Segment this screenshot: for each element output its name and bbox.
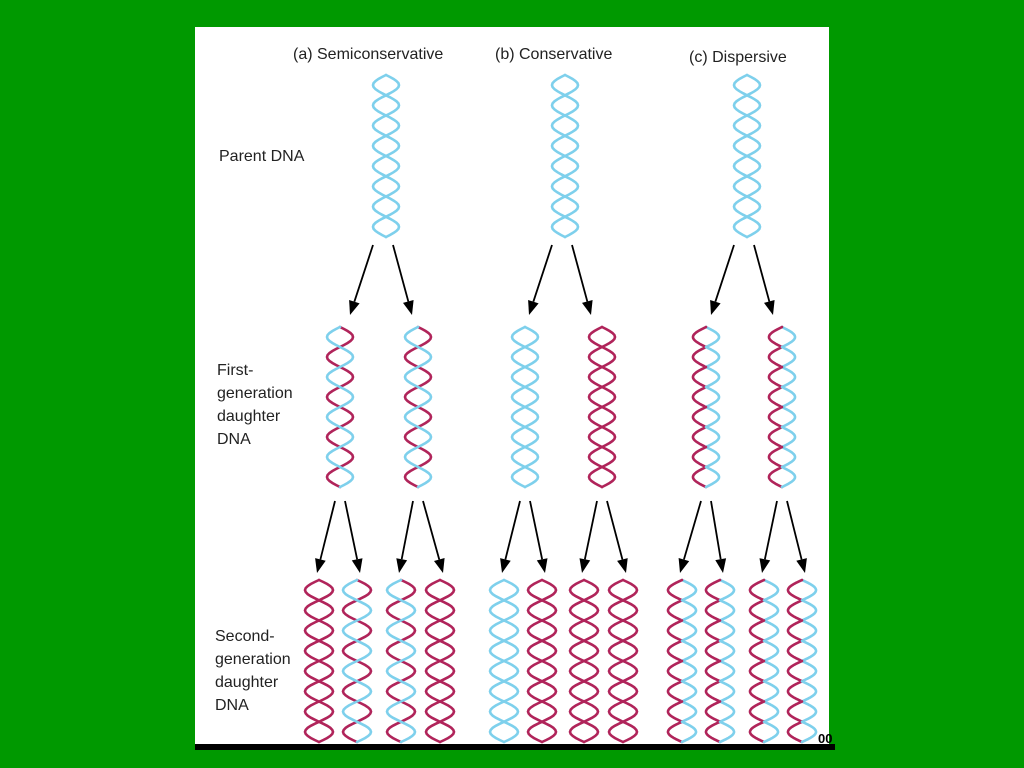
- helix-second-semi-1: [303, 578, 335, 744]
- arrow-first-disp-1-right: [710, 500, 727, 573]
- helix-first-disp-1: [691, 325, 721, 489]
- helix-parent-semi-1: [371, 73, 401, 239]
- column-title-semiconservative: (a) Semiconservative: [293, 46, 443, 63]
- helix-first-semi-1: [325, 325, 355, 489]
- helix-parent-cons-1: [550, 73, 580, 239]
- row-label-parent: Parent DNA: [219, 148, 305, 165]
- helix-parent-disp-1: [732, 73, 762, 239]
- arrow-first-semi-1-left: [315, 500, 336, 573]
- replication-models-diagram: (a) Semiconservative (b) Conservative (c…: [215, 46, 818, 744]
- slide: (a) Semiconservative (b) Conservative (c…: [195, 27, 829, 749]
- helix-second-disp-2: [704, 578, 736, 744]
- helix-second-cons-3: [568, 578, 600, 744]
- arrow-first-cons-2-left: [579, 500, 598, 573]
- helix-first-disp-2: [767, 325, 797, 489]
- arrow-first-disp-2-right: [786, 500, 807, 573]
- arrow-first-cons-1-right: [529, 500, 548, 573]
- helix-layer: [303, 73, 818, 744]
- helix-second-cons-4: [607, 578, 639, 744]
- helix-first-cons-1: [510, 325, 540, 489]
- helix-second-disp-1: [666, 578, 698, 744]
- slide-bottom-bar: [195, 744, 835, 750]
- arrow-parent-disp-right: [753, 244, 775, 315]
- row-label-first-generation: First- generation daughter DNA: [217, 362, 297, 448]
- arrow-first-semi-2-left: [396, 500, 414, 573]
- arrow-first-disp-2-left: [759, 500, 778, 573]
- arrow-parent-cons-right: [571, 244, 593, 315]
- row-label-second-generation: Second- generation daughter DNA: [215, 628, 295, 714]
- helix-second-disp-4: [786, 578, 818, 744]
- arrow-first-cons-2-right: [606, 500, 628, 573]
- arrow-parent-semi-left: [349, 244, 374, 315]
- arrow-layer: [315, 244, 807, 573]
- helix-second-disp-3: [748, 578, 780, 744]
- helix-second-cons-2: [526, 578, 558, 744]
- column-title-dispersive: (c) Dispersive: [689, 49, 787, 66]
- arrow-first-semi-2-right: [422, 500, 445, 573]
- slide-number: 00: [818, 731, 833, 746]
- arrow-parent-cons-left: [528, 244, 553, 315]
- arrow-parent-semi-right: [392, 244, 414, 315]
- arrow-parent-disp-left: [710, 244, 735, 315]
- helix-second-cons-1: [488, 578, 520, 744]
- helix-first-semi-2: [403, 325, 433, 489]
- helix-second-semi-3: [385, 578, 417, 744]
- helix-second-semi-4: [424, 578, 456, 744]
- arrow-first-semi-1-right: [344, 500, 363, 573]
- helix-second-semi-2: [341, 578, 373, 744]
- arrow-first-cons-1-left: [500, 500, 521, 573]
- column-title-conservative: (b) Conservative: [495, 46, 612, 63]
- helix-first-cons-2: [587, 325, 617, 489]
- arrow-first-disp-1-left: [678, 500, 702, 573]
